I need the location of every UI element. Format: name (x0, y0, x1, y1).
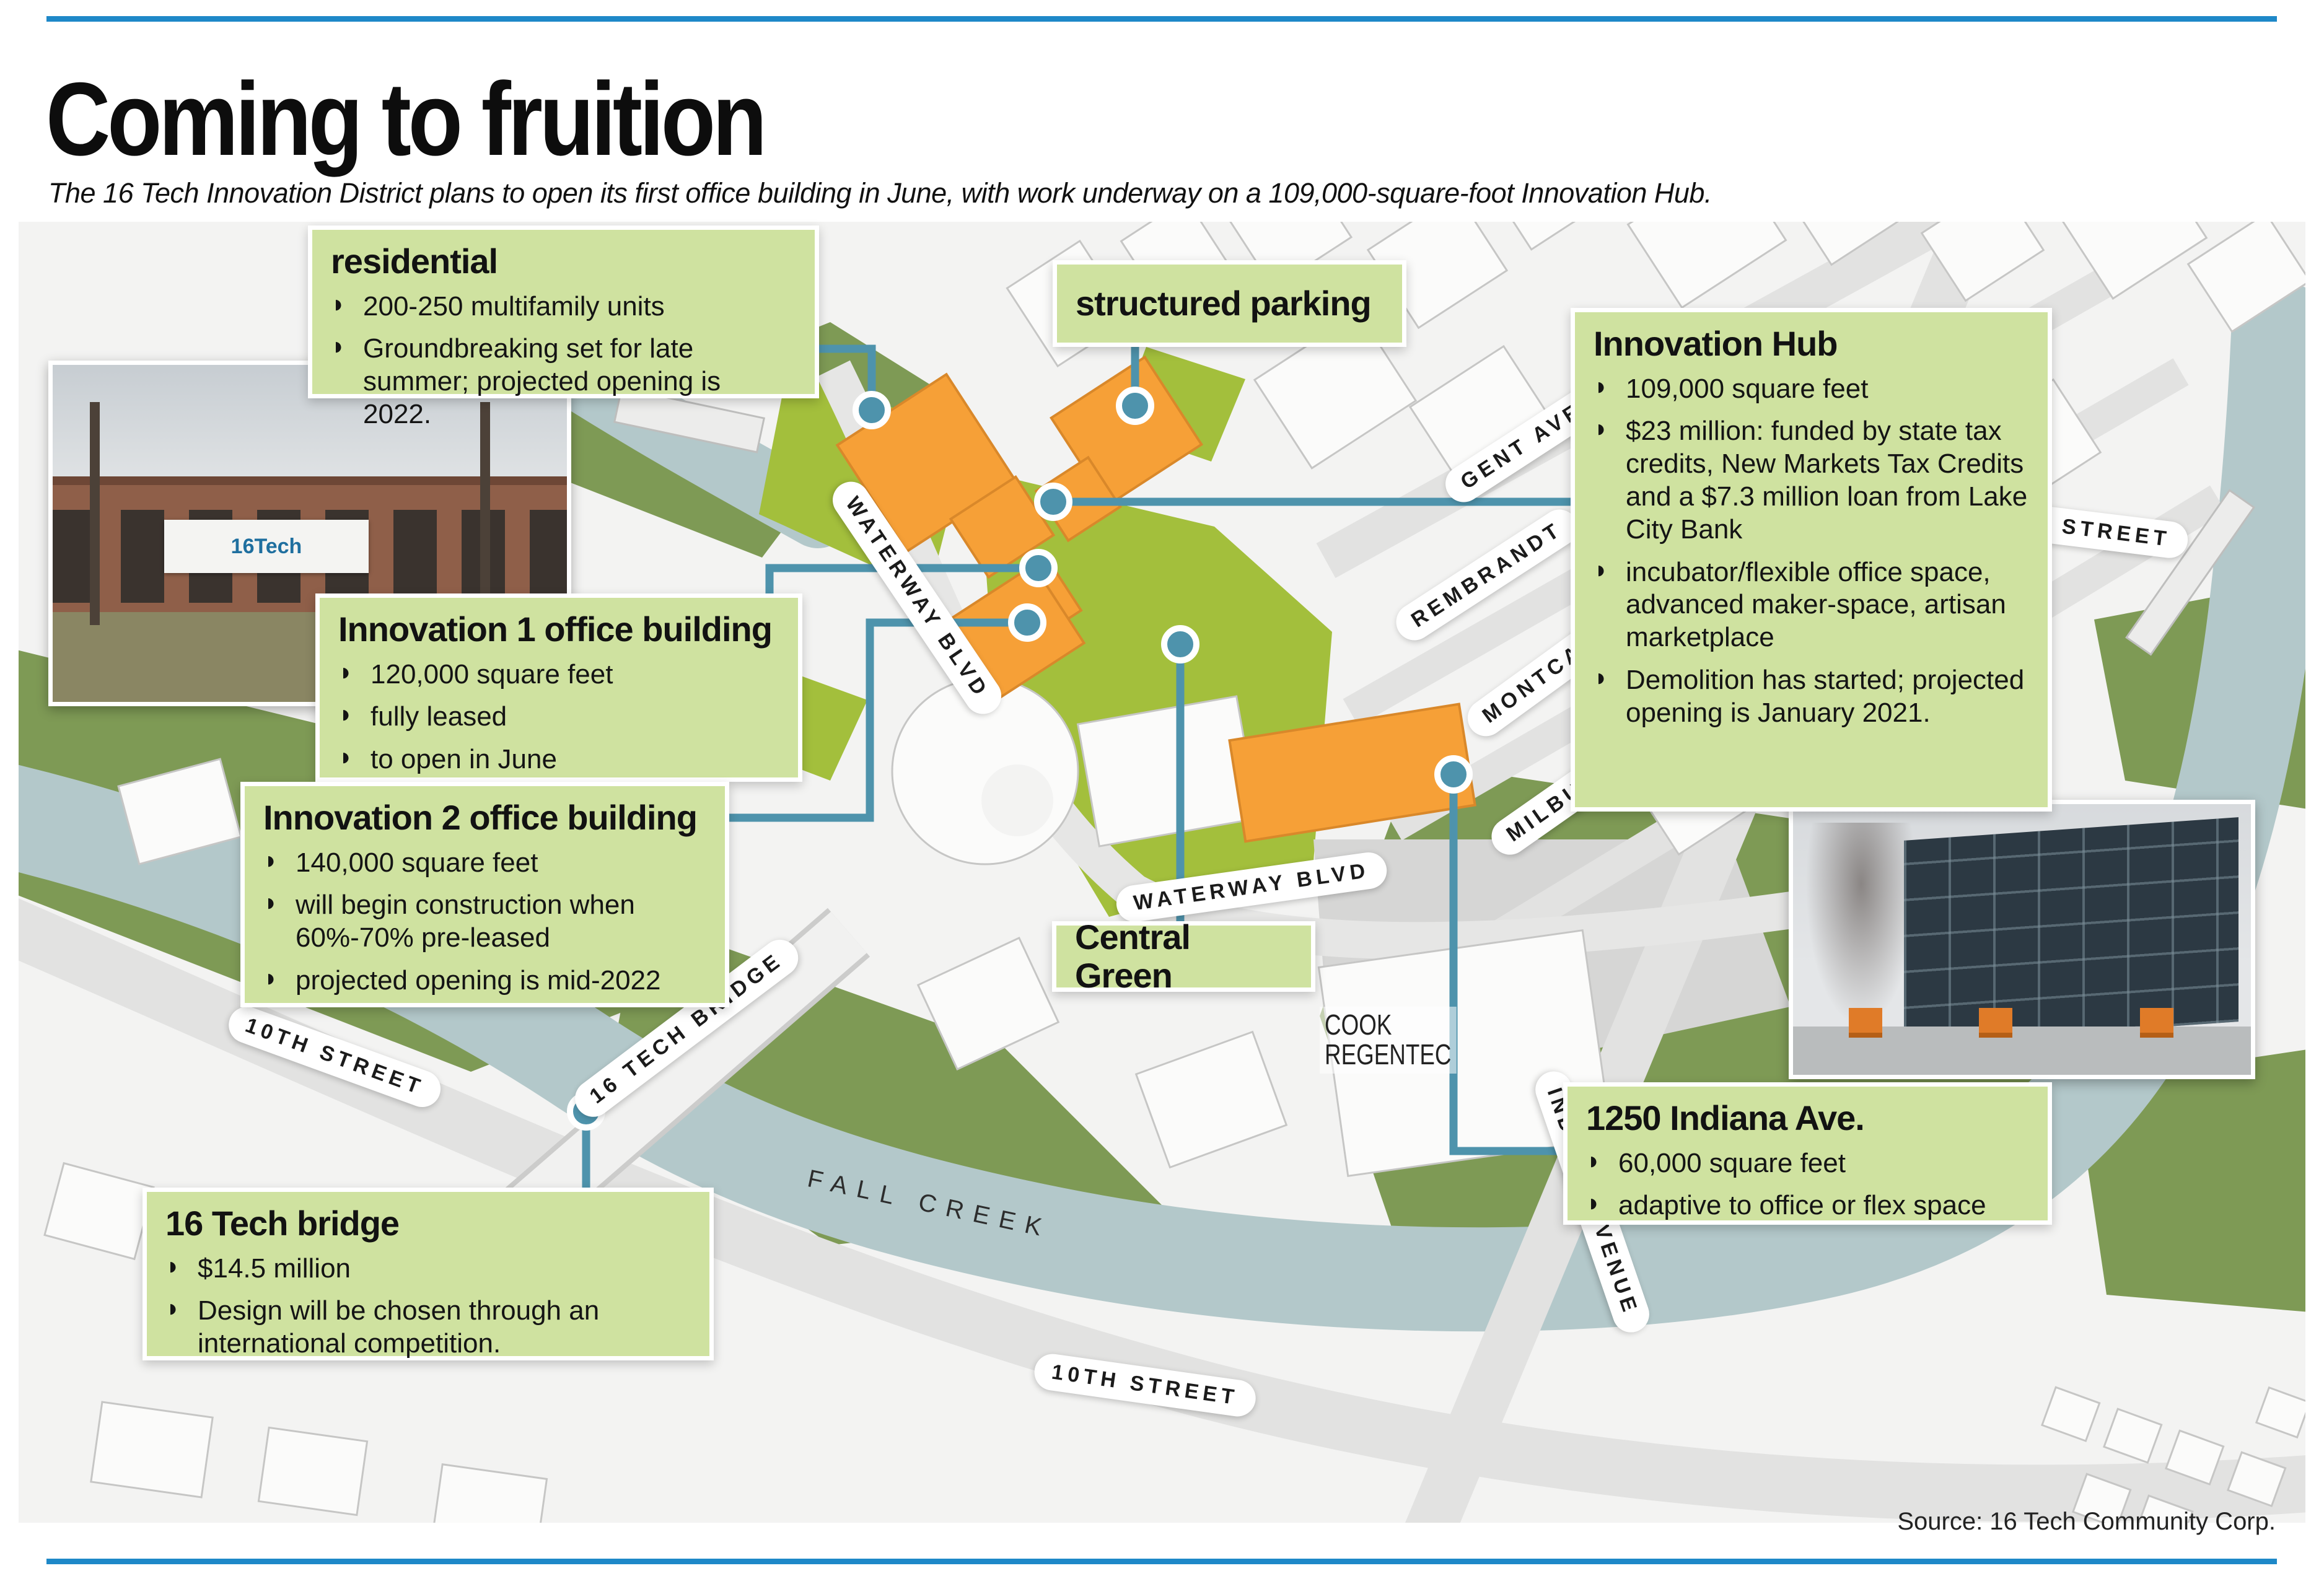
photo-construction-building (1789, 800, 2255, 1079)
glass-building (1904, 817, 2238, 1045)
page-subtitle: The 16 Tech Innovation District plans to… (48, 177, 1712, 209)
tree-trunk (480, 402, 490, 625)
marker-dots (567, 387, 1473, 1131)
callout-title: Innovation Hub (1594, 324, 1838, 363)
river-bridge-northeast (2125, 489, 2255, 656)
callout-bullet: $14.5 million (165, 1251, 691, 1285)
callout-innovation-2: Innovation 2 office building 140,000 squ… (240, 782, 729, 1007)
cook-label-line2: REGENTEC (1325, 1038, 1452, 1070)
traffic-barrier (1849, 1008, 1882, 1038)
callout-title: structured parking (1076, 284, 1372, 323)
leader-line-residential (819, 344, 876, 403)
callout-title: residential (331, 242, 498, 281)
callout-bullet: fully leased (338, 699, 779, 733)
callout-bullet: projected opening is mid-2022 (263, 963, 706, 997)
cook-label-line1: COOK (1325, 1009, 1392, 1041)
building-label-cook-regentec: COOK REGENTEC (1320, 1007, 1457, 1074)
leader-line-indiana-1250 (1449, 777, 1566, 1155)
callout-central-green: Central Green (1052, 917, 1315, 995)
callout-bullets: 200-250 multifamily units Groundbreaking… (331, 289, 796, 431)
callout-bullet: 200-250 multifamily units (331, 289, 796, 323)
callout-bullet: Design will be chosen through an interna… (165, 1294, 691, 1360)
marker-dot-central-green (1161, 625, 1199, 663)
callout-bullet: $23 million: funded by state tax credits… (1594, 414, 2029, 546)
marker-dot-structured-parking (1116, 387, 1154, 425)
callout-bullet: 60,000 square feet (1586, 1146, 2029, 1180)
callout-bullet: 120,000 square feet (338, 657, 779, 691)
top-rule (46, 16, 2277, 22)
callout-structured-parking: structured parking (1053, 260, 1406, 347)
callout-bullets: 60,000 square feet adaptive to office or… (1586, 1146, 2029, 1223)
callout-bullet: adaptive to office or flex space (1586, 1188, 2029, 1222)
site-sign-text: 16Tech (230, 534, 302, 558)
callout-title: Central Green (1075, 917, 1191, 995)
callout-title: Innovation 1 office building (338, 610, 773, 649)
traffic-barrier (1979, 1008, 2012, 1038)
marker-dot-indiana-1250 (1434, 755, 1473, 794)
callout-bullet: Demolition has started; projected openin… (1594, 663, 2029, 730)
bottom-rule (46, 1559, 2277, 1564)
callout-bullet: Groundbreaking set for late summer; proj… (331, 331, 796, 431)
marker-dot-innovation-1 (1019, 549, 1058, 587)
tree-trunk (90, 402, 100, 625)
callout-bullets: 120,000 square feet fully leased to open… (338, 657, 779, 776)
source-credit: Source: 16 Tech Community Corp. (1897, 1508, 2276, 1535)
page-title: Coming to fruition (46, 61, 767, 177)
callout-1250-indiana: 1250 Indiana Ave. 60,000 square feet ada… (1563, 1082, 2052, 1225)
callout-residential: residential 200-250 multifamily units Gr… (308, 225, 819, 429)
callout-bullet: will begin construction when 60%-70% pre… (263, 888, 706, 955)
site-sign: 16Tech (164, 520, 369, 573)
indiana-1250-building (1228, 703, 1476, 843)
callout-bullet: 140,000 square feet (263, 846, 706, 880)
callout-bullet: incubator/flexible office space, advance… (1594, 555, 2029, 654)
marker-dot-innovation-2 (1008, 603, 1046, 642)
callout-bullets: 109,000 square feet $23 million: funded … (1594, 372, 2029, 730)
callout-bullets: 140,000 square feet will begin construct… (263, 846, 706, 997)
bare-tree (1805, 823, 1917, 1027)
marker-dot-residential (853, 391, 891, 429)
marker-dot-innovation-hub (1034, 483, 1072, 521)
callout-title: 1250 Indiana Ave. (1586, 1098, 1865, 1137)
callout-bullet: 109,000 square feet (1594, 372, 2029, 406)
callout-innovation-hub: Innovation Hub 109,000 square feet $23 m… (1571, 308, 2052, 812)
callout-16-tech-bridge: 16 Tech bridge $14.5 million Design will… (143, 1188, 714, 1360)
callout-bullet: to open in June (338, 742, 779, 776)
callout-innovation-1: Innovation 1 office building 120,000 squ… (315, 593, 802, 782)
traffic-barrier (2140, 1008, 2173, 1038)
callout-title: 16 Tech bridge (165, 1204, 400, 1243)
callout-title: Innovation 2 office building (263, 798, 698, 837)
leader-line-innovation-1 (765, 564, 1035, 595)
callout-bullets: $14.5 million Design will be chosen thro… (165, 1251, 691, 1360)
